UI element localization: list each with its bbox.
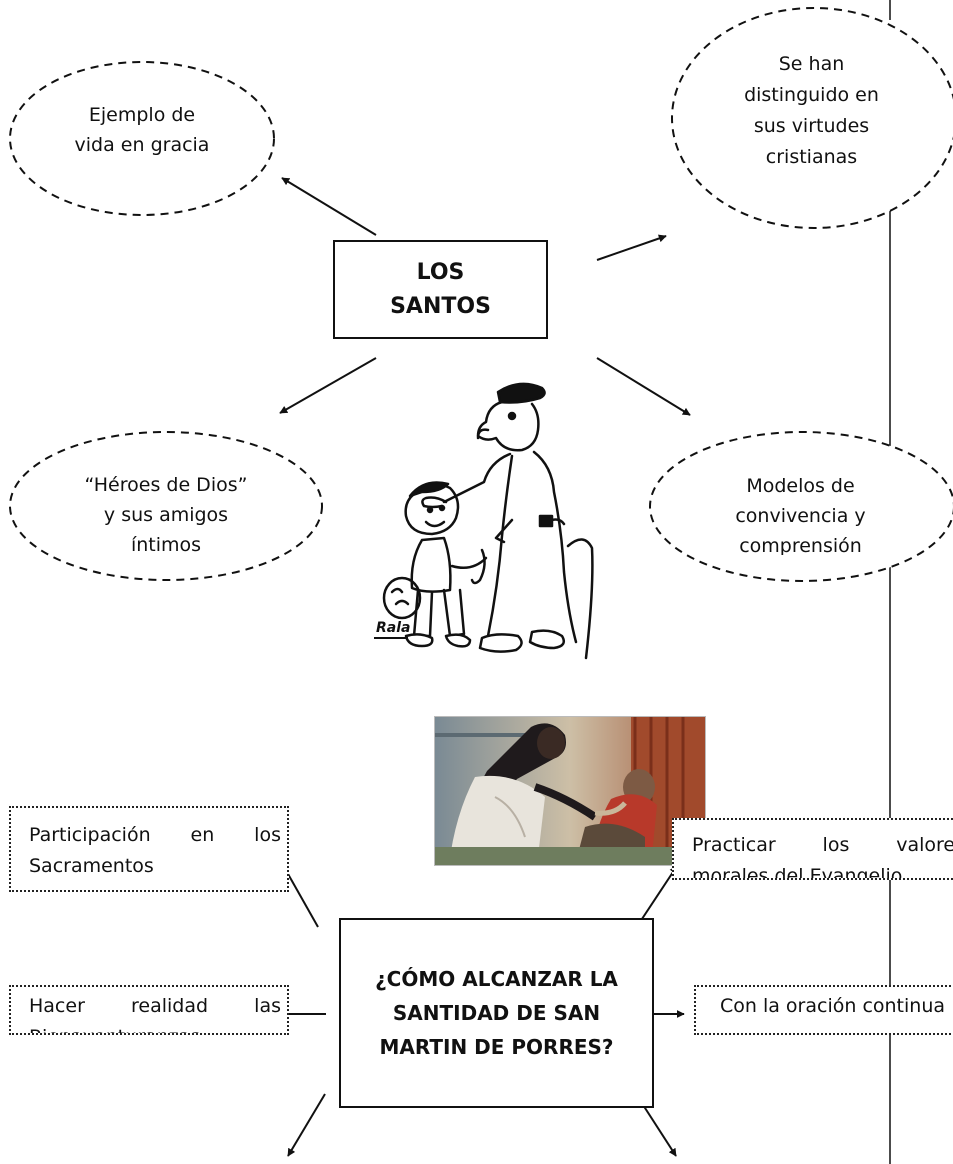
- central-box-los-santos: LOS SANTOS: [333, 240, 548, 339]
- action-bienaventuranzas: Hacer realidad las Bienaventuranzas: [9, 985, 289, 1035]
- bubble-heroes-text: “Héroes de Dios” y sus amigos íntimos: [84, 474, 248, 554]
- cartoon-signature: Rala: [376, 620, 410, 636]
- bubble-heroes: “Héroes de Dios” y sus amigos íntimos: [8, 430, 324, 582]
- central-box-question: ¿CÓMO ALCANZAR LA SANTIDAD DE SAN MARTIN…: [339, 918, 654, 1108]
- arrow-to-modelos: [596, 357, 691, 416]
- arrow-to-heroes: [279, 357, 377, 414]
- action-oracion: Con la oración continua: [694, 985, 953, 1035]
- painting-illustration: [435, 717, 705, 865]
- bubble-modelos-text: Modelos de convivencia y comprensión: [735, 474, 866, 555]
- cartoon-friar-with-child: Rala: [362, 370, 614, 662]
- action-sacramentos-text: Participación en los Sacramentos: [29, 824, 281, 877]
- question-title: ¿CÓMO ALCANZAR LA SANTIDAD DE SAN MARTIN…: [375, 967, 618, 1059]
- action-oracion-text: Con la oración continua: [720, 995, 946, 1017]
- cartoon-illustration: Rala: [374, 382, 594, 660]
- arrow-to-valores: [635, 865, 678, 929]
- bubble-virtudes-text: Se han distinguido en sus virtudes crist…: [744, 53, 879, 168]
- bubble-ejemplo-text: Ejemplo de vida en gracia: [74, 103, 210, 156]
- bubble-ejemplo: Ejemplo de vida en gracia: [8, 60, 276, 217]
- dashed-ellipse: [9, 431, 323, 581]
- painting-san-martin-de-porres-healing: [434, 716, 706, 866]
- bubble-virtudes: Se han distinguido en sus virtudes crist…: [670, 5, 953, 231]
- dashed-ellipse: [671, 7, 953, 229]
- bubble-modelos: Modelos de convivencia y comprensión: [648, 430, 953, 583]
- arrow-to-virtudes: [596, 234, 667, 261]
- dashed-ellipse: [9, 61, 275, 216]
- arrow-down-left: [287, 1093, 326, 1157]
- action-bienaventuranzas-text: Hacer realidad las Bienaventuranzas: [29, 995, 281, 1033]
- arrow-to-ejemplo: [281, 177, 377, 236]
- action-sacramentos: Participación en los Sacramentos: [9, 806, 289, 892]
- dashed-ellipse: [649, 431, 953, 582]
- action-valores-text: Practicar los valores morales del Evange…: [692, 834, 953, 880]
- central-title: LOS SANTOS: [390, 259, 491, 319]
- action-valores: Practicar los valores morales del Evange…: [672, 818, 953, 880]
